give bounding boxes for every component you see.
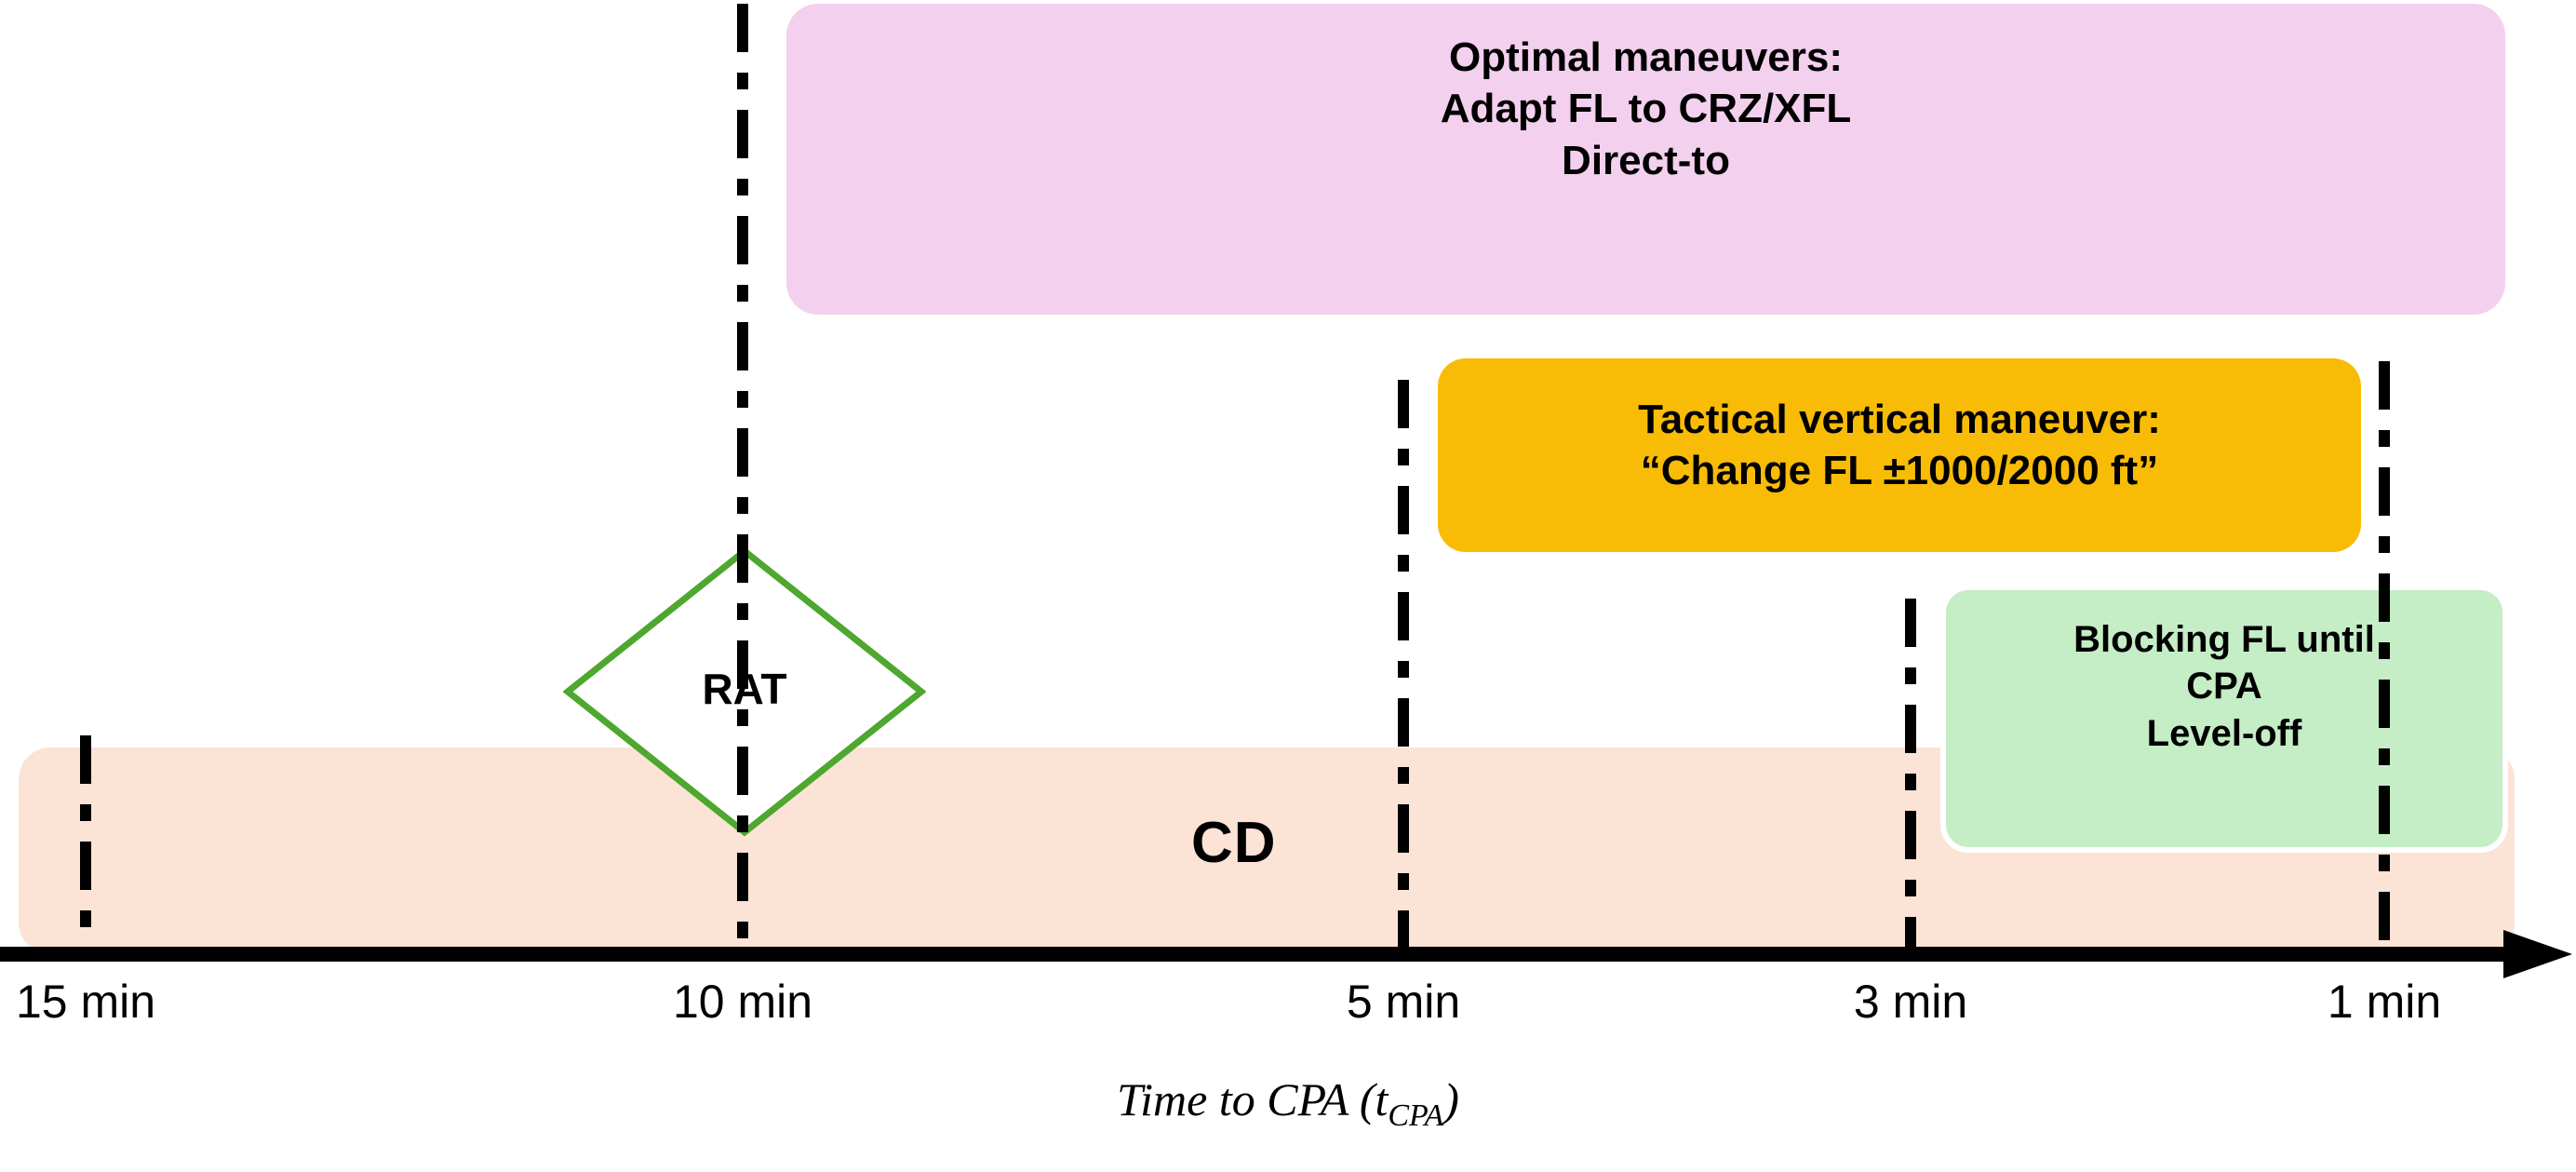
tick-label-1min: 1 min <box>2327 976 2442 1028</box>
blocking-fl-box: Blocking FL until CPA Level-off <box>1940 585 2508 853</box>
axis-title-subscript: CPA <box>1388 1098 1444 1133</box>
tick-label-3min: 3 min <box>1853 976 1968 1028</box>
optimal-maneuvers-line-1: Optimal maneuvers: <box>1448 34 1844 80</box>
tick-label-5min: 5 min <box>1346 976 1461 1028</box>
marker-10min-line <box>737 4 748 954</box>
tactical-vertical-maneuver-box: Tactical vertical maneuver: “Change FL ±… <box>1438 358 2361 552</box>
time-axis-arrowhead <box>2503 930 2572 978</box>
marker-5min-line <box>1398 380 1409 954</box>
optimal-maneuvers-line-3: Direct-to <box>1562 137 1730 183</box>
tick-label-10min: 10 min <box>672 976 813 1028</box>
blocking-fl-line-1: Blocking FL until <box>2073 619 2375 660</box>
marker-15min-line <box>80 735 91 954</box>
tactical-maneuver-line-1: Tactical vertical maneuver: <box>1638 397 2161 442</box>
axis-title-close: ) <box>1443 1073 1459 1125</box>
optimal-maneuvers-line-2: Adapt FL to CRZ/XFL <box>1440 86 1852 132</box>
axis-title-main: Time to CPA (t <box>1117 1073 1389 1125</box>
cd-band-label: CD <box>1191 811 1277 875</box>
blocking-fl-line-2: CPA <box>2186 666 2262 707</box>
tick-label-15min: 15 min <box>15 976 156 1028</box>
axis-title: Time to CPA (tCPA) <box>0 1072 2576 1134</box>
optimal-maneuvers-box: Optimal maneuvers: Adapt FL to CRZ/XFL D… <box>786 4 2505 315</box>
blocking-fl-line-3: Level-off <box>2146 712 2302 754</box>
tactical-maneuver-line-2: “Change FL ±1000/2000 ft” <box>1640 448 2159 494</box>
marker-3min-line <box>1905 599 1916 954</box>
marker-1min-line <box>2379 361 2390 954</box>
time-axis-line <box>0 947 2528 962</box>
